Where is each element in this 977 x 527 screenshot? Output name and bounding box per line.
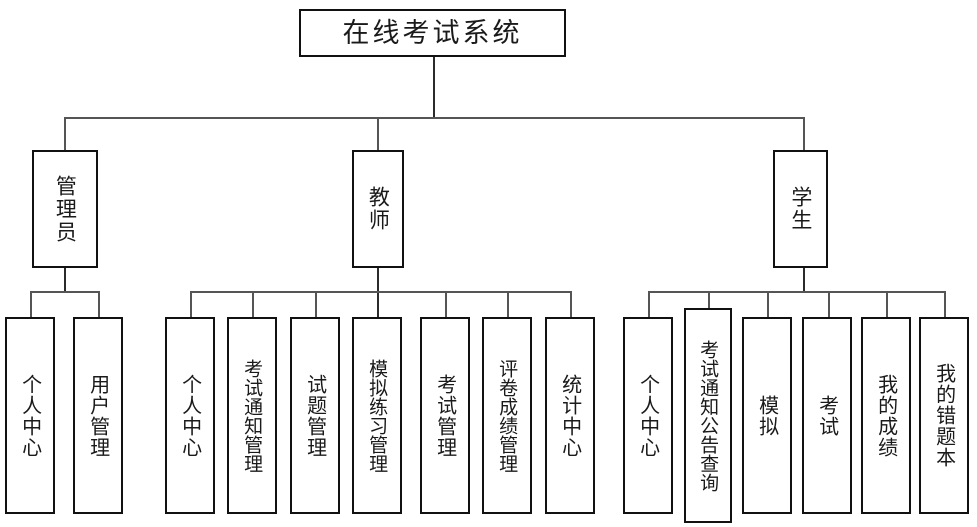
connector-drop-student — [803, 117, 805, 150]
node-leaf-label: 个人中心 — [636, 373, 661, 458]
connector-student-child-3 — [767, 291, 769, 317]
node-role-student-label: 学生 — [788, 186, 813, 232]
node-leaf-student-exam-notice-query[interactable]: 考试通知公告查询 — [684, 308, 732, 523]
connector-teacher-child-5 — [445, 291, 447, 317]
node-leaf-student-my-wrong-question-book[interactable]: 我的错题本 — [919, 317, 969, 514]
node-role-student[interactable]: 学生 — [773, 150, 828, 268]
connector-teacher-child-2 — [252, 291, 254, 317]
connector-drop-admin — [64, 117, 66, 150]
connector-student-child-5 — [886, 291, 888, 317]
connector-student-child-1 — [648, 291, 650, 317]
connector-teacher-child-1 — [190, 291, 192, 317]
node-leaf-student-personal-center[interactable]: 个人中心 — [623, 317, 673, 514]
node-leaf-teacher-grading-score-management[interactable]: 评卷成绩管理 — [482, 317, 532, 514]
node-leaf-label: 个人中心 — [18, 373, 43, 458]
node-leaf-teacher-statistics-center[interactable]: 统计中心 — [545, 317, 595, 514]
node-leaf-label: 模拟 — [755, 394, 780, 437]
node-leaf-admin-personal-center[interactable]: 个人中心 — [5, 317, 55, 514]
node-leaf-student-mock[interactable]: 模拟 — [742, 317, 792, 514]
connector-student-child-2 — [708, 291, 710, 308]
node-leaf-teacher-exam-management[interactable]: 考试管理 — [420, 317, 470, 514]
connector-teacher-bus — [190, 291, 571, 293]
node-root-online-exam-system[interactable]: 在线考试系统 — [299, 9, 566, 57]
node-leaf-student-my-scores[interactable]: 我的成绩 — [861, 317, 911, 514]
node-leaf-label: 考试 — [815, 394, 840, 437]
node-leaf-teacher-personal-center[interactable]: 个人中心 — [165, 317, 215, 514]
node-root-label: 在线考试系统 — [342, 17, 523, 49]
connector-student-child-6 — [944, 291, 946, 317]
node-leaf-label: 我的成绩 — [874, 373, 899, 458]
connector-admin-bus — [30, 291, 100, 293]
connector-drop-teacher — [377, 117, 379, 150]
connector-level1-bus — [64, 117, 804, 119]
node-role-teacher-label: 教师 — [366, 186, 391, 232]
connector-admin-stem — [64, 268, 66, 291]
node-leaf-label: 考试通知公告查询 — [697, 339, 720, 492]
node-leaf-label: 考试通知管理 — [241, 358, 264, 473]
node-role-teacher[interactable]: 教师 — [352, 150, 404, 268]
connector-student-bus — [648, 291, 945, 293]
node-leaf-admin-user-management[interactable]: 用户管理 — [73, 317, 123, 514]
node-leaf-label: 评卷成绩管理 — [496, 358, 519, 473]
connector-student-child-4 — [828, 291, 830, 317]
node-leaf-label: 个人中心 — [178, 373, 203, 458]
node-leaf-student-exam[interactable]: 考试 — [802, 317, 852, 514]
connector-root-stem — [433, 57, 435, 118]
node-leaf-teacher-mock-practice-management[interactable]: 模拟练习管理 — [352, 317, 402, 514]
connector-admin-child-2 — [98, 291, 100, 317]
node-role-admin[interactable]: 管理员 — [32, 150, 98, 268]
connector-student-stem — [803, 268, 805, 291]
node-leaf-label: 用户管理 — [86, 373, 111, 458]
node-leaf-label: 模拟练习管理 — [366, 358, 389, 473]
connector-teacher-child-3 — [315, 291, 317, 317]
connector-teacher-child-6 — [507, 291, 509, 317]
node-leaf-label: 我的错题本 — [932, 363, 957, 468]
node-leaf-teacher-exam-notice-management[interactable]: 考试通知管理 — [227, 317, 277, 514]
node-leaf-label: 统计中心 — [558, 373, 583, 458]
connector-admin-child-1 — [30, 291, 32, 317]
node-role-admin-label: 管理员 — [53, 174, 78, 244]
node-leaf-teacher-question-management[interactable]: 试题管理 — [290, 317, 340, 514]
node-leaf-label: 试题管理 — [303, 373, 328, 458]
node-leaf-label: 考试管理 — [433, 373, 458, 458]
connector-teacher-child-7 — [570, 291, 572, 317]
